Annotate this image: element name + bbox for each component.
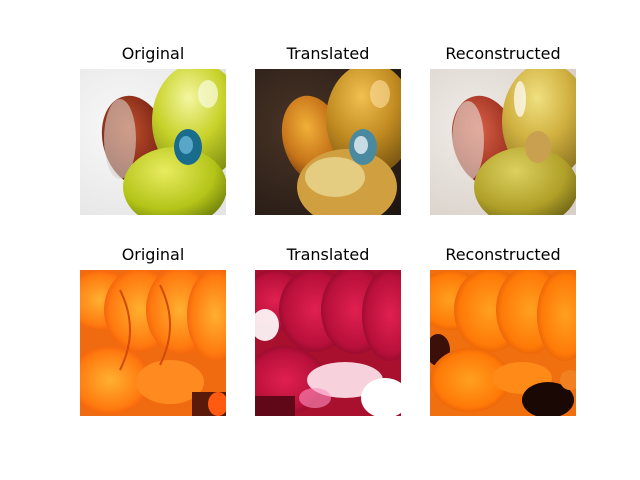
orange-slices-original-image — [80, 270, 226, 416]
panel-title: Original — [121, 44, 185, 63]
apples-original-image — [80, 69, 226, 215]
panel-title: Translated — [286, 44, 370, 63]
apples-reconstructed-image — [430, 69, 576, 215]
apples-translated-image — [255, 69, 401, 215]
panel-title: Reconstructed — [445, 245, 561, 264]
panel-title: Reconstructed — [445, 44, 561, 63]
panel-title: Original — [121, 245, 185, 264]
orange-slices-translated-image — [255, 270, 401, 416]
panel-title: Translated — [286, 245, 370, 264]
orange-slices-reconstructed-image — [430, 270, 576, 416]
